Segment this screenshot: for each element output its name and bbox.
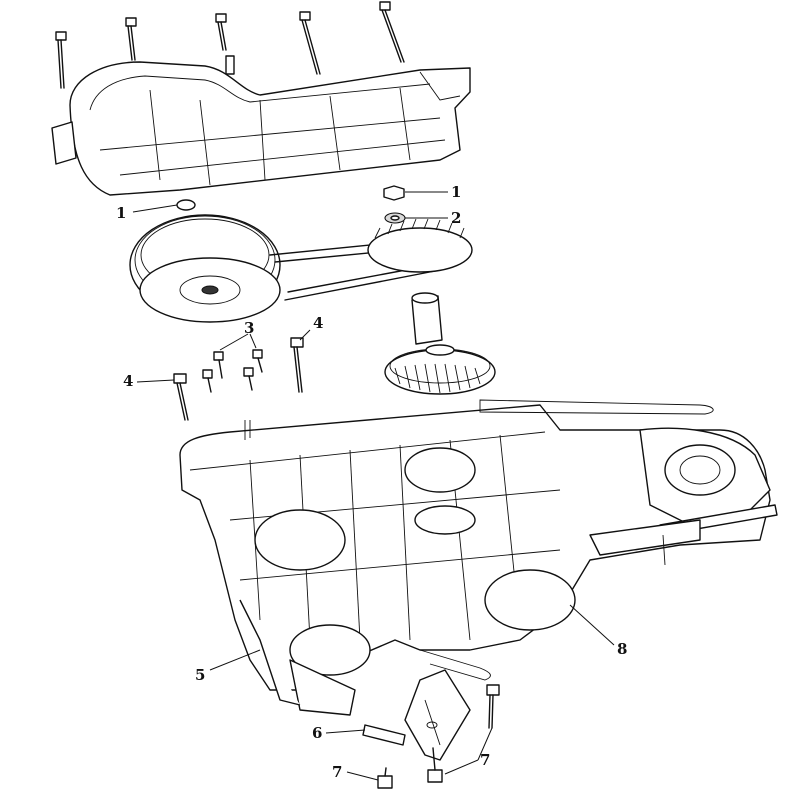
cover-bolts: [55, 1, 405, 89]
drive-nut-left: [176, 199, 196, 211]
callout-4-right: 4: [313, 314, 323, 332]
callout-labels: 1 1 2 3 4 4 5 6 7 7 8: [116, 183, 627, 781]
driven-nut: [383, 185, 405, 201]
callout-1-right: 1: [451, 183, 461, 201]
mounting-bracket: [362, 669, 471, 761]
cover-bolt: [299, 11, 321, 75]
drive-pulley-fan: [367, 218, 473, 273]
callout-3: 3: [244, 319, 254, 337]
bracket-bolt-left: [377, 767, 393, 789]
bolt-set-3: [202, 349, 263, 393]
callout-5: 5: [195, 666, 205, 684]
cover-bolt: [125, 17, 137, 61]
cover-bolt: [55, 31, 67, 89]
engine-crankcase: [179, 399, 778, 716]
shaft-sleeve: [411, 292, 443, 345]
bracket-bolt-right: [486, 684, 500, 729]
cover-bolt: [379, 1, 405, 63]
bracket-bolt-bottom: [427, 747, 443, 783]
callout-8: 8: [617, 640, 627, 658]
callout-4-left: 4: [123, 372, 133, 390]
callout-7-left: 7: [332, 763, 342, 781]
callout-2: 2: [451, 209, 461, 227]
variator: [384, 344, 496, 395]
cvt-cover: [51, 61, 471, 196]
long-bolt-4-right: [290, 337, 304, 393]
callout-7-right: 7: [480, 751, 490, 769]
callout-6: 6: [312, 724, 322, 742]
washer: [384, 212, 406, 224]
long-bolt-4-left: [173, 373, 189, 421]
callout-1-left: 1: [116, 204, 126, 222]
cover-bolt: [215, 13, 235, 75]
leader-lines: [132, 191, 615, 781]
driven-pulley: [129, 214, 281, 323]
